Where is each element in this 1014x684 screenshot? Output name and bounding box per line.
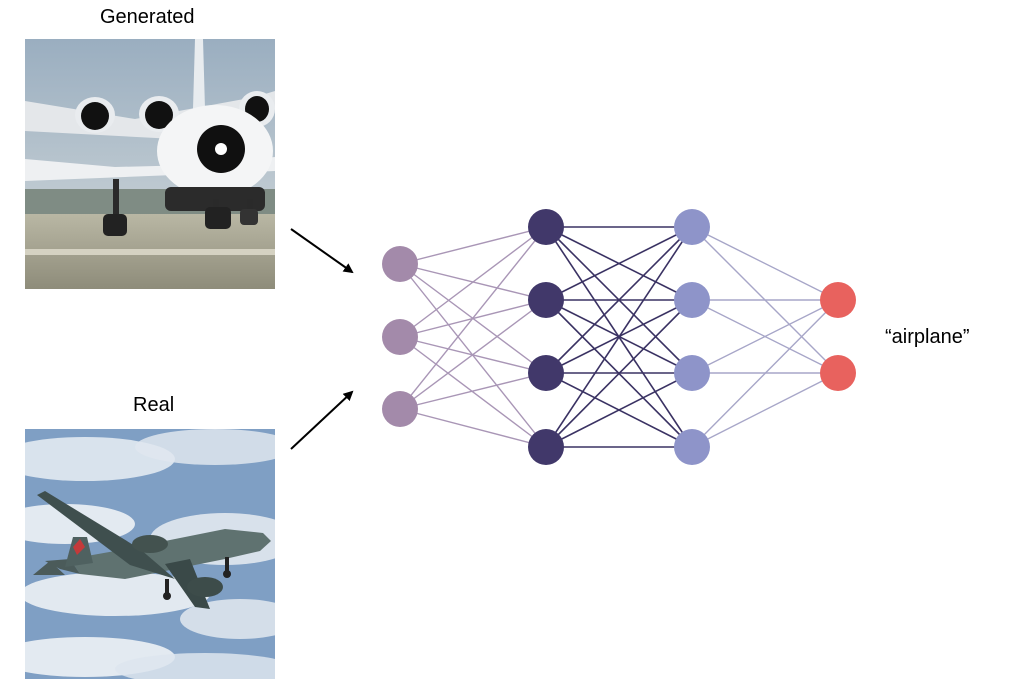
edge-l3-4-to-l4-2 bbox=[691, 372, 839, 448]
node-layer2-1 bbox=[528, 209, 564, 245]
node-layer2-4 bbox=[528, 429, 564, 465]
output-label: “airplane” bbox=[885, 326, 970, 348]
edge-l2-2-to-l3-1 bbox=[545, 226, 693, 301]
generated-label: Generated bbox=[100, 6, 195, 28]
node-layer3-4 bbox=[674, 429, 710, 465]
generated-airplane-drawing bbox=[25, 39, 275, 289]
node-layer2-2 bbox=[528, 282, 564, 318]
edge-l3-1-to-l4-1 bbox=[691, 226, 839, 301]
edge-l1-3-to-l2-2 bbox=[399, 299, 547, 410]
edge-l1-2-to-l2-1 bbox=[399, 226, 547, 338]
edge-l2-4-to-l3-2 bbox=[545, 299, 693, 448]
network-edges bbox=[399, 226, 839, 448]
edge-l3-3-to-l4-1 bbox=[691, 299, 839, 374]
edge-l2-4-to-l3-1 bbox=[545, 226, 693, 448]
edge-l1-3-to-l2-1 bbox=[399, 226, 547, 410]
node-layer1-3 bbox=[382, 391, 418, 427]
edge-l1-1-to-l2-1 bbox=[399, 226, 547, 265]
node-layer2-3 bbox=[528, 355, 564, 391]
real-airplane-drawing bbox=[25, 429, 275, 679]
generated-airplane-image bbox=[25, 39, 275, 289]
node-layer3-1 bbox=[674, 209, 710, 245]
node-layer4-2 bbox=[820, 355, 856, 391]
node-layer1-2 bbox=[382, 319, 418, 355]
edge-l1-3-to-l2-3 bbox=[399, 372, 547, 410]
edge-l3-4-to-l4-1 bbox=[691, 299, 839, 448]
edge-l2-4-to-l3-3 bbox=[545, 372, 693, 448]
node-layer3-3 bbox=[674, 355, 710, 391]
node-layer1-1 bbox=[382, 246, 418, 282]
real-label: Real bbox=[133, 394, 175, 416]
real-airplane-image bbox=[25, 429, 275, 679]
edge-l1-3-to-l2-4 bbox=[399, 408, 547, 448]
node-layer4-1 bbox=[820, 282, 856, 318]
node-layer3-2 bbox=[674, 282, 710, 318]
edge-l2-3-to-l3-1 bbox=[545, 226, 693, 374]
edge-l1-2-to-l2-4 bbox=[399, 336, 547, 448]
network-nodes bbox=[382, 209, 856, 465]
